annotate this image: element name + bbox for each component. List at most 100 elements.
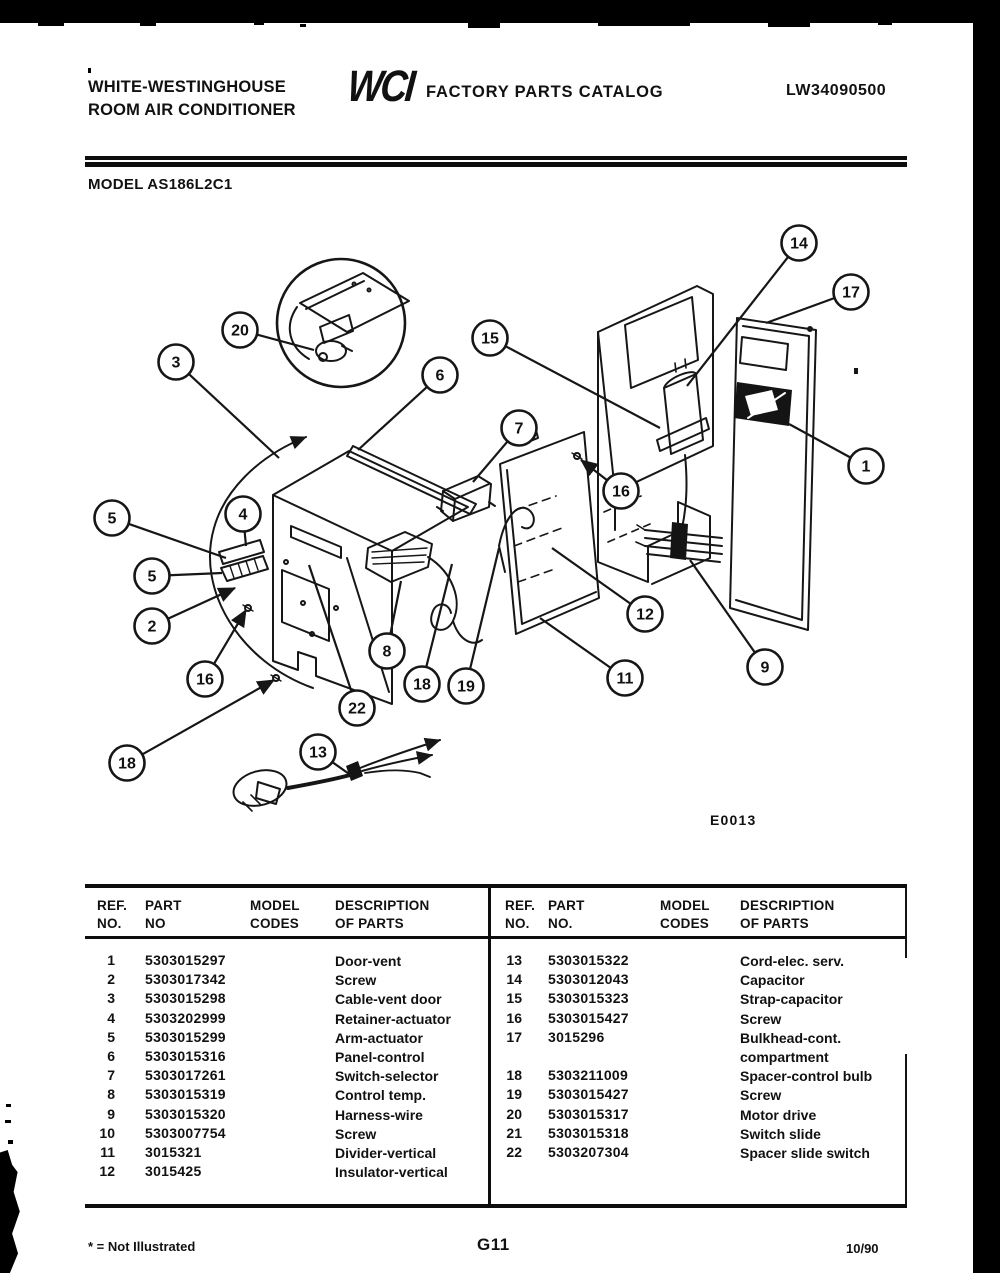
callout-leader-5-11	[169, 571, 223, 577]
description: Motor drive	[740, 1106, 817, 1123]
callout-circle-18-15	[403, 665, 441, 703]
col-header-ref: REF. NO.	[505, 898, 536, 931]
description: Screw	[335, 972, 377, 989]
brand-line1: WHITE-WESTINGHOUSE	[88, 78, 286, 96]
col-header-ref: REF. NO.	[97, 898, 128, 931]
description: Control temp.	[335, 1087, 426, 1104]
ref-no: 3	[107, 990, 115, 1007]
description: Bulkhead-cont. compartment	[740, 1029, 842, 1065]
callout-number-20-0: 20	[231, 323, 249, 340]
callout-circle-5-11	[133, 557, 171, 595]
table-right-border	[905, 1054, 907, 1204]
scan-artifact-dash	[300, 24, 306, 27]
callout-circle-19-16	[447, 667, 485, 705]
callout-number-16-13: 16	[196, 672, 214, 689]
callout-leader-15-2	[504, 345, 661, 429]
description: Insulator-vertical	[335, 1164, 448, 1181]
scan-artifact-dash	[254, 21, 264, 25]
col-header-codes: MODEL CODES	[660, 898, 710, 931]
description: Screw	[740, 1087, 782, 1104]
date-code: 10/90	[846, 1241, 879, 1256]
part-no: 5303012043	[548, 971, 629, 988]
table-right-border	[905, 888, 907, 958]
table-header-rule	[85, 936, 907, 939]
callout-circle-11-19	[606, 659, 644, 697]
part-no: 5303207304	[548, 1144, 629, 1160]
description: Cord-elec. serv.	[740, 953, 845, 969]
scan-artifact-speck	[5, 1120, 11, 1123]
scan-artifact-bottom-blob	[0, 1150, 20, 1273]
ref-no: 19	[506, 1086, 522, 1103]
description: Screw	[740, 1010, 782, 1027]
callout-number-12-18: 12	[636, 607, 654, 624]
callout-leader-19-16	[469, 547, 501, 670]
callout-number-17-6: 17	[842, 285, 860, 302]
ref-no: 10	[99, 1124, 115, 1141]
callout-circle-15-2	[471, 319, 509, 357]
callout-circle-5-9	[93, 499, 131, 537]
scan-artifact-dash	[468, 23, 500, 28]
callout-number-13-21: 13	[309, 745, 327, 762]
col-header-codes: MODEL CODES	[250, 898, 300, 931]
ref-no: 20	[506, 1105, 522, 1122]
scan-artifact-dash	[38, 22, 64, 26]
part-no: 5303017342	[145, 971, 226, 988]
callout-leader-18-15	[425, 563, 454, 668]
description: Arm-actuator	[335, 1029, 423, 1046]
brand-line2: ROOM AIR CONDITIONER	[88, 101, 296, 119]
callout-number-1-7: 1	[862, 459, 871, 476]
temp-control	[365, 531, 433, 583]
ref-no: 6	[107, 1048, 115, 1064]
scan-artifact-right-strip	[973, 0, 1000, 1273]
callout-circle-7-4	[500, 409, 538, 447]
description: Switch slide	[740, 1125, 821, 1142]
table-bottom-rule	[85, 1204, 907, 1208]
scan-artifact-speck	[6, 1104, 11, 1107]
callout-leader-16-8	[580, 459, 608, 482]
col-header-part: PART NO.	[548, 898, 585, 931]
footer-note: * = Not Illustrated	[88, 1239, 196, 1254]
part-no: 3015321	[145, 1144, 202, 1160]
callout-number-8-14: 8	[383, 644, 392, 661]
callout-number-16-8: 16	[612, 484, 630, 501]
vent-door-cable	[209, 436, 314, 689]
part-no: 5303202999	[145, 1009, 226, 1026]
ref-no: 7	[107, 1067, 115, 1084]
scan-artifact-dash	[768, 23, 810, 27]
callout-circle-14-5	[780, 224, 818, 262]
callout-leader-8-14	[389, 580, 403, 635]
callout-circle-20-0	[221, 311, 259, 349]
part-no: 5303015298	[145, 990, 226, 1007]
description: Capacitor	[740, 972, 805, 989]
callout-number-2-12: 2	[148, 619, 157, 636]
scan-artifact-speck	[8, 1140, 13, 1144]
callout-circle-3-1	[157, 343, 195, 381]
callout-leader-11-19	[539, 617, 612, 669]
callout-circle-13-21	[299, 733, 337, 771]
part-no: 5303015318	[548, 1124, 629, 1141]
divider-panel	[499, 429, 600, 635]
publication-number: LW34090500	[786, 82, 887, 99]
ref-no: 14	[506, 971, 522, 988]
part-no: 5303211009	[548, 1067, 629, 1084]
part-no: 5303015299	[145, 1028, 226, 1045]
part-no: 5303015297	[145, 952, 226, 968]
callout-leader-13-21	[331, 761, 353, 777]
ref-no: 13	[506, 952, 522, 968]
description: Spacer slide switch	[740, 1145, 870, 1161]
scan-artifact-top-band	[0, 0, 1000, 23]
callout-number-3-1: 3	[172, 355, 181, 372]
callout-circle-8-14	[368, 632, 406, 670]
callout-leader-4-10	[243, 531, 248, 547]
callout-number-18-22: 18	[118, 756, 136, 773]
callout-number-19-16: 19	[457, 679, 475, 696]
part-no: 3015296	[548, 1028, 605, 1045]
brand-block: WHITE-WESTINGHOUSE ROOM AIR CONDITIONER	[88, 76, 296, 122]
ref-no: 12	[99, 1163, 115, 1180]
ref-no: 9	[107, 1105, 115, 1122]
callout-leader-14-5	[686, 256, 790, 387]
callout-leader-12-18	[551, 547, 632, 605]
part-no: 5303017261	[145, 1067, 226, 1084]
